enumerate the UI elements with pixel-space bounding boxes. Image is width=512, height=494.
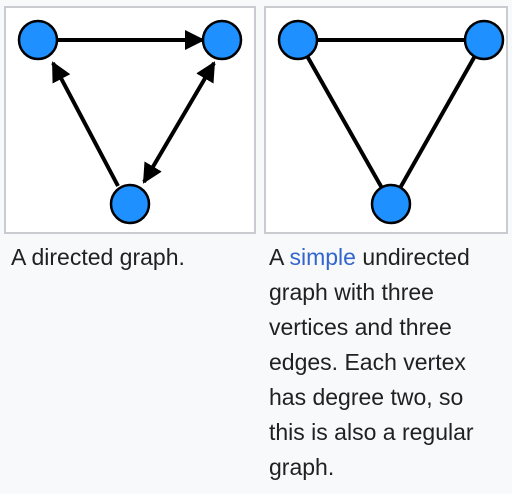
edge-left (296, 39, 393, 205)
vertex-top-left (17, 19, 59, 61)
gallery-item-directed: A directed graph. (4, 6, 256, 275)
caption-text-after: undirected graph with three vertices and… (269, 244, 474, 480)
vertex-bottom (109, 183, 151, 225)
undirected-graph-svg (277, 19, 505, 225)
caption-directed-text: A directed graph. (11, 244, 185, 270)
gallery-item-undirected: A simple undirected graph with three ver… (262, 0, 512, 494)
edge-left (51, 61, 120, 187)
directed-graph-svg (17, 19, 243, 225)
undirected-graph-image[interactable] (264, 6, 508, 234)
simple-graph-link[interactable]: simple (289, 244, 356, 270)
edge-right (142, 61, 216, 184)
caption-directed: A directed graph. (11, 240, 251, 275)
caption-undirected: A simple undirected graph with three ver… (269, 240, 497, 485)
vertex-top-left (277, 19, 319, 61)
caption-text-before: A (269, 244, 290, 270)
directed-graph-image[interactable] (4, 6, 256, 234)
vertex-bottom (370, 183, 412, 225)
edge-right (389, 39, 486, 205)
vertex-top-right (201, 19, 243, 61)
vertex-top-right (463, 19, 505, 61)
